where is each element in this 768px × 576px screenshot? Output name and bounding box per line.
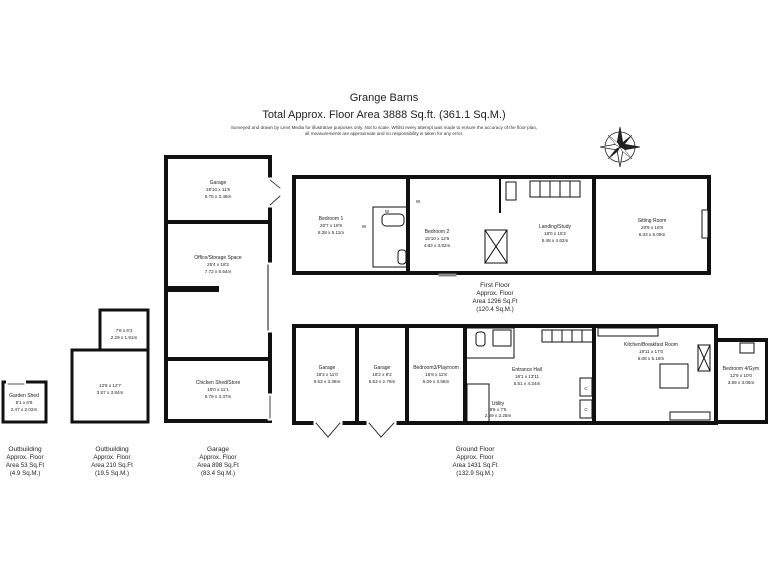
- room-dimension-imperial: 18'2 x 9'2: [372, 372, 392, 377]
- room-dimension-imperial: 18'2 x 11'0: [316, 372, 338, 377]
- floor-area-sqm: (19.5 Sq.M.): [94, 470, 130, 477]
- room-dimension-metric: 3.87 x 3.84m: [97, 390, 124, 395]
- garage-doors: [267, 177, 281, 421]
- floor-area-sqft: Area 898 Sq.Ft: [197, 462, 239, 469]
- floor-title: Outbuilding: [95, 446, 129, 453]
- room-dimension-imperial: 8'6 x 7'5: [490, 407, 507, 412]
- floor-area-label: Approx. Floor: [199, 454, 237, 461]
- plan-title: Grange Barns: [349, 92, 419, 104]
- room-dimension-imperial: 19'11 x 17'0: [639, 349, 664, 354]
- floor-area-sqm: (120.4 Sq.M.): [476, 306, 514, 313]
- floor-area-sqft: Area 1296 Sq.Ft: [472, 298, 518, 305]
- room-dimension-metric: 2.29 x 1.91m: [111, 335, 138, 340]
- room-name: Bedroom 1: [319, 216, 344, 222]
- room-dimension-imperial: 18'1 x 13'11: [515, 374, 540, 379]
- room-dimension-imperial: 19'0 x 11'1: [207, 387, 229, 392]
- room-name: Kitchen/Breakfast Room: [624, 342, 678, 348]
- room-dimension-imperial: 18'10 x 11'5: [206, 187, 231, 192]
- wardrobe-label: W: [362, 224, 367, 229]
- garage-caption: Garage Approx. Floor Area 898 Sq.Ft (83.…: [178, 446, 258, 478]
- floor-area-label: Approx. Floor: [6, 454, 44, 461]
- room-dimension-imperial: 20'9 x 16'8: [641, 225, 663, 230]
- room-name: Entrance Hall: [512, 367, 542, 373]
- room-dimension-imperial: 12'8 x 12'7: [99, 383, 121, 388]
- room-dimension-metric: 6.28 x 5.11m: [318, 230, 344, 235]
- room-dimension-imperial: 7'6 x 6'3: [116, 328, 133, 333]
- room-name: Bedroom 2: [425, 229, 450, 235]
- room-dimension-metric: 3.89 x 3.06m: [728, 380, 755, 385]
- room-name: Bedroom3/Playroom: [413, 365, 459, 371]
- room-name: Chicken Shed/Store: [196, 380, 241, 386]
- room-dimension-metric: 4.83 x 3.82m: [424, 243, 451, 248]
- room-dimension-imperial: 16'8 x 11'8: [425, 372, 447, 377]
- floor-area-label: Approx. Floor: [93, 454, 131, 461]
- room-dimension-metric: 5.75 x 3.49m: [205, 194, 232, 199]
- room-dimension-metric: 5.53 x 3.36m: [314, 379, 341, 384]
- floor-area-sqm: (132.9 Sq.M.): [456, 470, 494, 477]
- room-dimension-metric: 6.08 x 5.18m: [638, 356, 665, 361]
- room-name: Garage: [210, 180, 227, 186]
- room-name: Utility: [492, 401, 505, 407]
- floor-title: First Floor: [480, 282, 510, 289]
- garden-shed-walls: [1, 380, 48, 424]
- room-name: Landing/Study: [539, 224, 571, 230]
- wardrobe-label: W: [385, 209, 390, 214]
- cupboard-label: C: [584, 386, 588, 391]
- room-dimension-metric: 6.33 x 5.09m: [639, 232, 666, 237]
- room-dimension-imperial: 25'4 x 18'2: [207, 262, 229, 267]
- room-dimension-metric: 5.51 x 4.24m: [514, 381, 541, 386]
- room-dimension-imperial: 8'1 x 6'8: [16, 400, 33, 405]
- room-dimension-metric: 5.79 x 3.37m: [205, 394, 232, 399]
- outbuilding-caption: Outbuilding Approx. Floor Area 210 Sq.Ft…: [72, 446, 152, 478]
- room-dimension-imperial: 15'10 x 12'6: [425, 236, 450, 241]
- floor-title: Garage: [207, 446, 229, 453]
- room-name: Garage: [374, 365, 391, 371]
- first-floor-fixtures: [372, 180, 709, 277]
- room-dimension-metric: 2.59 x 2.25m: [485, 413, 512, 418]
- room-name: Garage: [319, 365, 336, 371]
- outbuilding-walls: [70, 308, 150, 424]
- room-dimension-metric: 5.09 x 3.55m: [423, 379, 450, 384]
- floor-area-label: Approx. Floor: [476, 290, 514, 297]
- ground-floor-caption: Ground Floor Approx. Floor Area 1431 Sq.…: [435, 446, 515, 478]
- room-dimension-imperial: 18'0 x 15'2: [544, 231, 566, 236]
- floor-area-label: Approx. Floor: [456, 454, 494, 461]
- floor-title: Ground Floor: [455, 446, 495, 453]
- room-name: Office/Storage Space: [194, 255, 242, 261]
- first-floor-caption: First Floor Approx. Floor Area 1296 Sq.F…: [455, 282, 535, 314]
- room-name: Garden Shed: [9, 393, 39, 399]
- floor-area-sqft: Area 53 Sq.Ft: [5, 462, 45, 469]
- floor-area-sqft: Area 210 Sq.Ft: [91, 462, 133, 469]
- ground-garage-doors: [313, 420, 397, 438]
- cupboard-label: C: [584, 407, 588, 412]
- disclaimer-line-1: Surveyed and drawn by Lens Media for ill…: [230, 125, 538, 130]
- room-dimension-imperial: 12'9 x 10'0: [730, 373, 752, 378]
- room-name: Sitting Room: [638, 218, 667, 224]
- floor-title: Outbuilding: [8, 446, 42, 453]
- floor-area-sqm: (4.9 Sq.M.): [9, 470, 41, 477]
- room-dimension-metric: 5.53 x 2.79m: [369, 379, 396, 384]
- garden-shed-caption: Outbuilding Approx. Floor Area 53 Sq.Ft …: [0, 446, 50, 478]
- floor-area-sqm: (83.4 Sq.M.): [200, 470, 236, 477]
- room-dimension-metric: 2.47 x 2.02m: [11, 407, 38, 412]
- disclaimer-line-2: all measurements are approximate and no …: [304, 131, 464, 136]
- ground-floor-fixtures: [465, 327, 755, 423]
- floor-area-sqft: Area 1431 Sq.Ft: [452, 462, 498, 469]
- wardrobe-label: W: [416, 199, 421, 204]
- total-area: Total Approx. Floor Area 3888 Sq.ft. (36…: [262, 109, 506, 121]
- room-dimension-metric: 5.48 x 4.62m: [542, 238, 569, 243]
- room-dimension-metric: 7.72 x 5.54m: [205, 269, 232, 274]
- room-name: Bedroom 4/Gym: [723, 366, 759, 372]
- room-dimension-imperial: 20'7 x 16'9: [320, 223, 342, 228]
- compass-icon: [599, 126, 641, 168]
